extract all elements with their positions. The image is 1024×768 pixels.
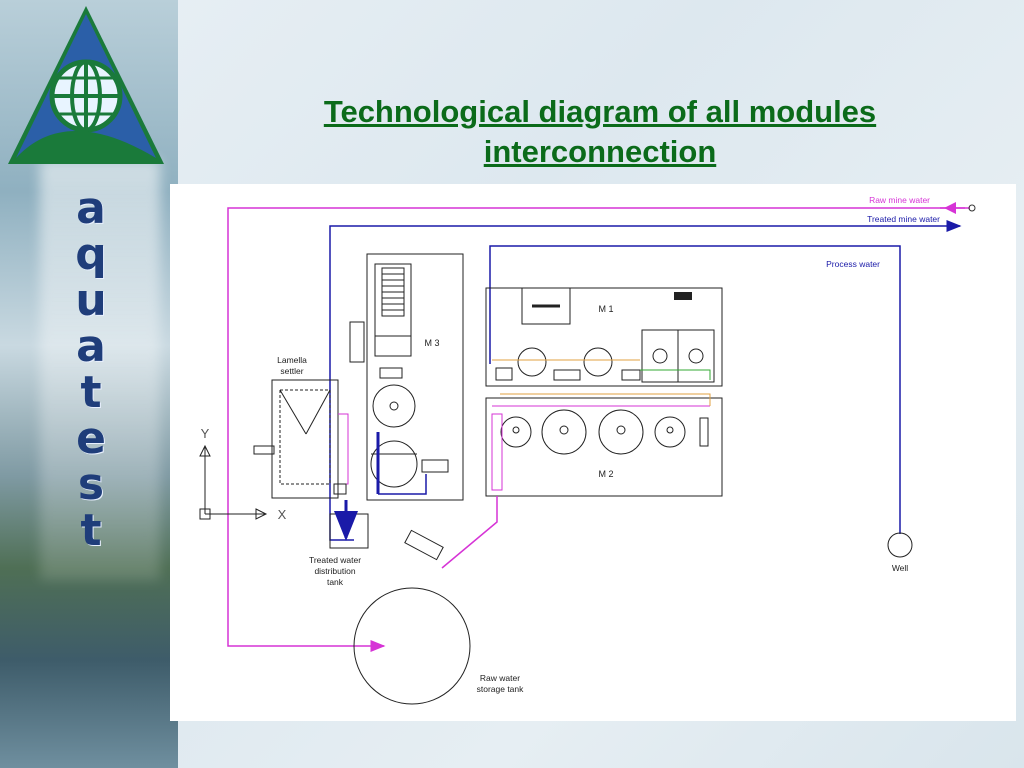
brand-letter: a xyxy=(76,321,106,372)
brand-letter: t xyxy=(80,367,102,418)
module-m3: M 3 xyxy=(349,253,464,501)
treated-mine-water-label: Treated mine water xyxy=(867,214,940,224)
title-line-1: Technological diagram of all modules xyxy=(323,94,877,129)
well: Well xyxy=(887,532,913,573)
slide-title: Technological diagram of all modules int… xyxy=(250,92,950,172)
treated-water-tank: Treated water distribution tank xyxy=(309,500,369,587)
module-m1-label: M 1 xyxy=(598,304,613,314)
treated-tank-label-2: distribution xyxy=(314,566,355,576)
diagram-panel: Raw mine water Treated mine water Proces… xyxy=(170,184,1016,721)
well-label: Well xyxy=(892,563,908,573)
lamella-label-1: Lamella xyxy=(277,355,307,365)
process-water-label: Process water xyxy=(826,259,880,269)
raw-water-storage-tank: Raw water storage tank xyxy=(353,587,525,705)
title-line-2: interconnection xyxy=(483,134,717,169)
brand-letter: t xyxy=(80,505,102,556)
lamella-label-2: settler xyxy=(280,366,303,376)
brand-letter: a xyxy=(76,183,106,234)
axis-y-label: Y xyxy=(201,426,210,441)
axis-x-label: X xyxy=(278,507,287,522)
technological-diagram: Raw mine water Treated mine water Proces… xyxy=(199,195,976,705)
process-water-line: Process water xyxy=(489,245,901,534)
raw-tank-label-1: Raw water xyxy=(480,673,520,683)
brand-letter: q xyxy=(75,229,107,280)
module-m2-label: M 2 xyxy=(598,469,613,479)
brand-letter: e xyxy=(76,413,106,464)
raw-water-feed xyxy=(404,496,498,569)
module-m1: M 1 xyxy=(485,287,723,387)
module-m3-label: M 3 xyxy=(424,338,439,348)
axis-symbol: Y X xyxy=(199,426,287,522)
treated-tank-label-3: tank xyxy=(327,577,344,587)
lamella-settler: Lamella settler xyxy=(253,355,349,499)
raw-mine-water-line: Raw mine water xyxy=(227,195,976,652)
treated-tank-label-1: Treated water xyxy=(309,555,361,565)
raw-tank-label-2: storage tank xyxy=(477,684,525,694)
module-m2: M 2 xyxy=(485,393,723,497)
waterfall-mist xyxy=(40,160,160,580)
brand-letter: u xyxy=(75,275,107,326)
brand-letter: s xyxy=(77,459,105,510)
raw-mine-water-label: Raw mine water xyxy=(869,195,930,205)
aquatest-logo-icon xyxy=(8,6,164,164)
